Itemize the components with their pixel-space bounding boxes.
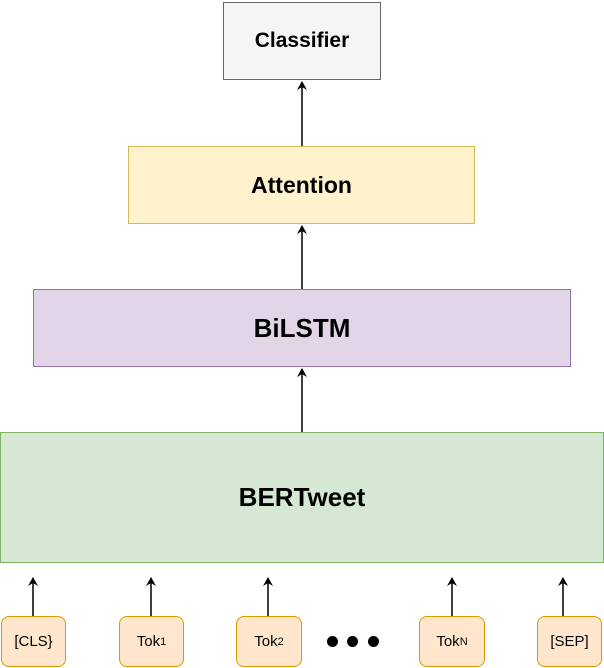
ellipsis-dot xyxy=(327,636,338,647)
classifier-label: Classifier xyxy=(254,29,350,52)
ellipsis-dot xyxy=(347,636,358,647)
bilstm-node: BiLSTM xyxy=(33,289,571,367)
token-label: [SEP] xyxy=(550,633,589,650)
bertweet-label: BERTweet xyxy=(238,482,366,512)
bilstm-label: BiLSTM xyxy=(253,312,351,343)
bertweet-node: BERTweet xyxy=(0,432,604,563)
ellipsis-dot xyxy=(368,636,379,647)
attention-node: Attention xyxy=(128,146,475,224)
token-label: [CLS} xyxy=(14,633,53,650)
token-label: Tok xyxy=(136,633,161,650)
attention-label: Attention xyxy=(251,171,352,198)
classifier-node: Classifier xyxy=(223,2,381,80)
token-sep: [SEP] xyxy=(537,616,602,667)
token-label: Tok xyxy=(436,633,460,650)
token-label: Tok xyxy=(254,633,278,650)
token-cls: [CLS} xyxy=(1,616,66,667)
